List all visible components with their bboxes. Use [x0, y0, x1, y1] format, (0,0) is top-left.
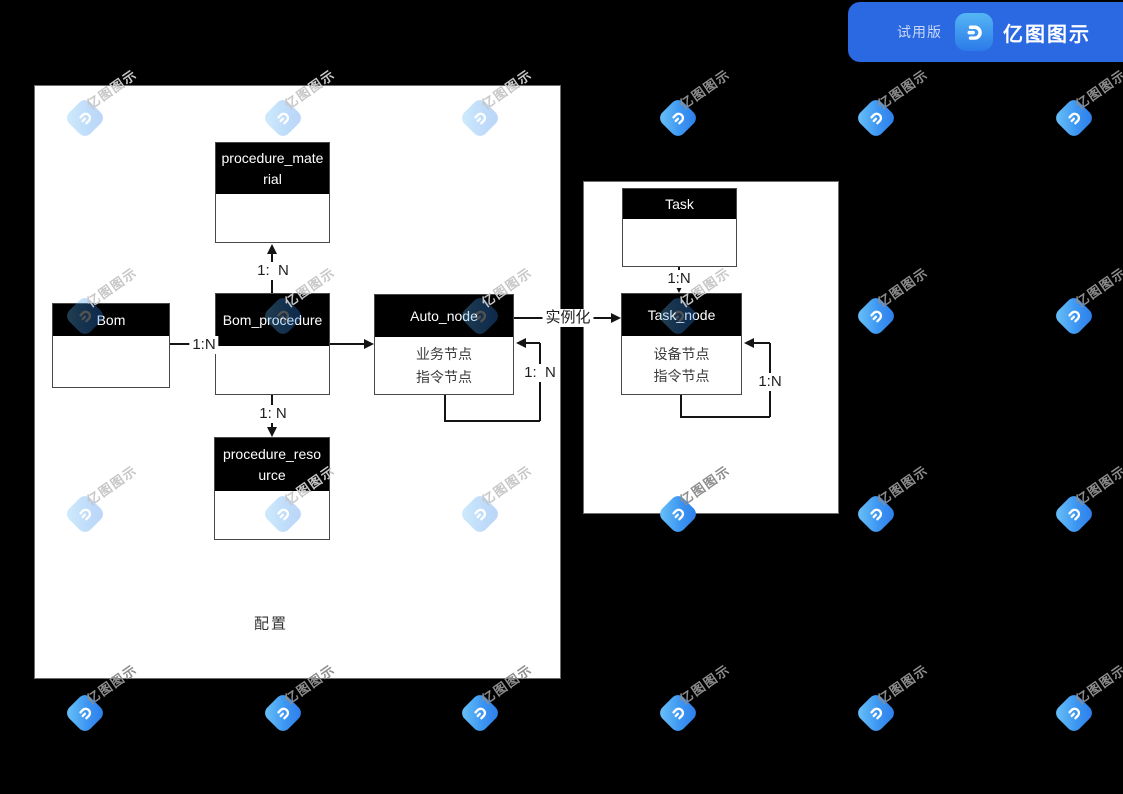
entity-body-line: 设备节点: [653, 345, 710, 362]
entity-title: Auto_node: [375, 295, 513, 337]
watermark-text: 亿图图示: [874, 264, 931, 311]
entity-body: [215, 491, 329, 539]
edraw-diamond-icon: [854, 96, 898, 140]
entity-body: 设备节点 指令节点: [622, 336, 741, 394]
edraw-diamond-icon: [656, 96, 700, 140]
arrowhead-down-resource: [267, 427, 277, 437]
entity-body-line: 指令节点: [653, 368, 710, 384]
tasknode-loop-top: [753, 342, 770, 344]
entity-procedure-resource[interactable]: procedure_resource: [214, 437, 330, 540]
arrowhead-left-autonode: [516, 338, 526, 348]
connector-bomprocedure-autonode: [330, 343, 366, 345]
watermark-text: 亿图图示: [676, 661, 733, 708]
entity-body: [623, 219, 736, 266]
edraw-diamond-icon: [854, 691, 898, 735]
arrowhead-right-tasknode: [611, 313, 621, 323]
trial-version-label: 试用版: [897, 24, 942, 40]
entity-procedure-material[interactable]: procedure_material: [215, 142, 330, 243]
entity-title: Task: [623, 189, 736, 219]
edraw-diamond-icon: [1052, 492, 1096, 536]
entity-bom[interactable]: Bom: [52, 303, 170, 388]
entity-body: [216, 346, 329, 394]
arrowhead-up-material: [267, 244, 277, 254]
arrowhead-right-autonode: [364, 339, 374, 349]
edraw-diamond-icon: [63, 691, 107, 735]
edraw-diamond-icon: [854, 492, 898, 536]
cardinality-label-bomprocedure-material: 1: N: [254, 262, 292, 280]
edraw-diamond-icon: [656, 691, 700, 735]
entity-body-line: 指令节点: [416, 368, 472, 385]
edraw-diamond-icon: [1052, 294, 1096, 338]
brand-name: 亿图图示: [1003, 23, 1091, 46]
watermark-text: 亿图图示: [1072, 264, 1123, 311]
config-zone-label: 配置: [253, 615, 289, 633]
watermark-text: 亿图图示: [676, 66, 733, 113]
tasknode-loop-bottom: [680, 416, 770, 418]
edraw-diamond-icon: [458, 691, 502, 735]
watermark-text: 亿图图示: [1072, 66, 1123, 113]
autonode-loop-bottom: [444, 420, 540, 422]
entity-title: procedure_resource: [215, 438, 329, 491]
autonode-loop-left: [444, 395, 446, 421]
cardinality-label-autonode-loop: 1: N: [521, 364, 559, 382]
edraw-logo-icon: [955, 13, 993, 51]
watermark-text: 亿图图示: [874, 661, 931, 708]
trial-badge[interactable]: 试用版 亿图图示: [848, 2, 1123, 62]
watermark-text: 亿图图示: [1072, 462, 1123, 509]
entity-task-node[interactable]: Task_node 设备节点 指令节点: [621, 293, 742, 395]
autonode-loop-right: [539, 343, 541, 421]
edraw-diamond-icon: [261, 691, 305, 735]
entity-body: 业务节点 指令节点: [375, 337, 513, 394]
arrowhead-down-tasknode: [674, 283, 684, 293]
entity-title: Bom_procedure: [216, 294, 329, 346]
entity-task[interactable]: Task: [622, 188, 737, 267]
edraw-diamond-icon: [1052, 96, 1096, 140]
arrowhead-left-tasknode: [744, 338, 754, 348]
edraw-diamond-icon: [1052, 691, 1096, 735]
autonode-loop-top: [525, 342, 540, 344]
entity-title: Task_node: [622, 294, 741, 336]
cardinality-label-tasknode-loop: 1:N: [755, 373, 785, 391]
cardinality-label-bomprocedure-resource: 1: N: [256, 405, 290, 423]
watermark-text: 亿图图示: [874, 66, 931, 113]
entity-title: Bom: [53, 304, 169, 336]
entity-title: procedure_material: [216, 143, 329, 194]
edraw-diamond-icon: [854, 294, 898, 338]
relation-label-instantiate: 实例化: [542, 309, 594, 327]
watermark-text: 亿图图示: [874, 462, 931, 509]
entity-bom-procedure[interactable]: Bom_procedure: [215, 293, 330, 395]
tasknode-loop-left: [680, 395, 682, 418]
entity-body-line: 业务节点: [416, 346, 472, 363]
entity-body: [53, 336, 169, 387]
cardinality-label-task-tasknode: 1:N: [664, 270, 694, 288]
cardinality-label-bom-bomprocedure: 1:N: [189, 336, 219, 354]
entity-body: [216, 194, 329, 242]
entity-auto-node[interactable]: Auto_node 业务节点 指令节点: [374, 294, 514, 395]
watermark-text: 亿图图示: [1072, 661, 1123, 708]
